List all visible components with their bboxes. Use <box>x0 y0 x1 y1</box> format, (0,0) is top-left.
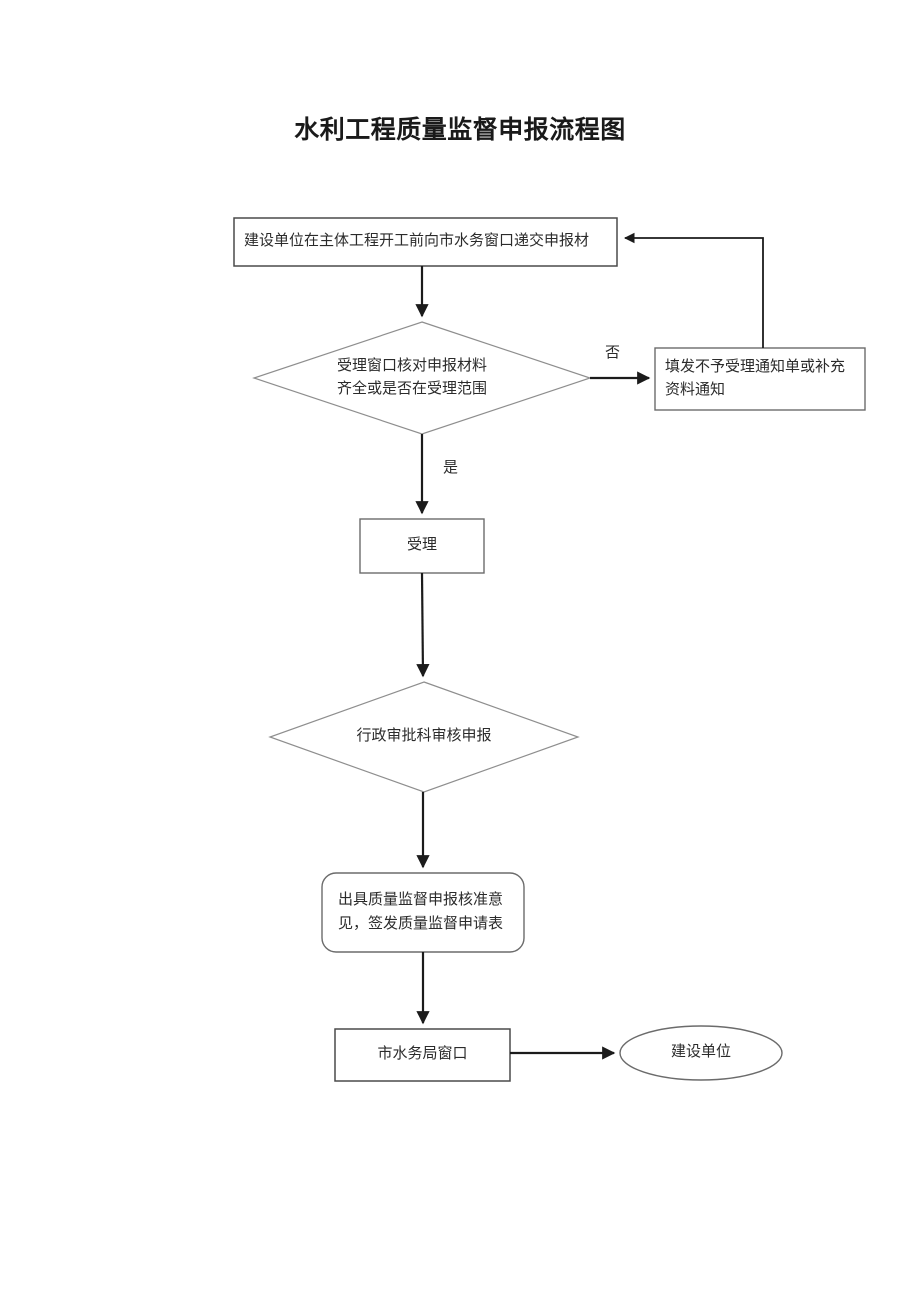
node-construction-unit-shape <box>619 1025 783 1081</box>
edge-reject-to-submit <box>623 232 764 348</box>
node-submit-shape <box>233 217 618 267</box>
edge-label-yes: 是 <box>443 460 459 476</box>
node-reject-notice-shape <box>654 347 866 411</box>
node-issue-opinion-shape <box>321 872 525 953</box>
node-bureau-window-shape <box>334 1028 511 1082</box>
node-review-decision-shape <box>268 681 580 793</box>
edge-accept-to-review <box>416 572 430 678</box>
page-title: 水利工程质量监督申报流程图 <box>294 116 626 144</box>
edge-label-no: 否 <box>605 345 621 361</box>
node-accept-shape <box>359 518 485 574</box>
node-check-decision-shape <box>252 321 592 435</box>
